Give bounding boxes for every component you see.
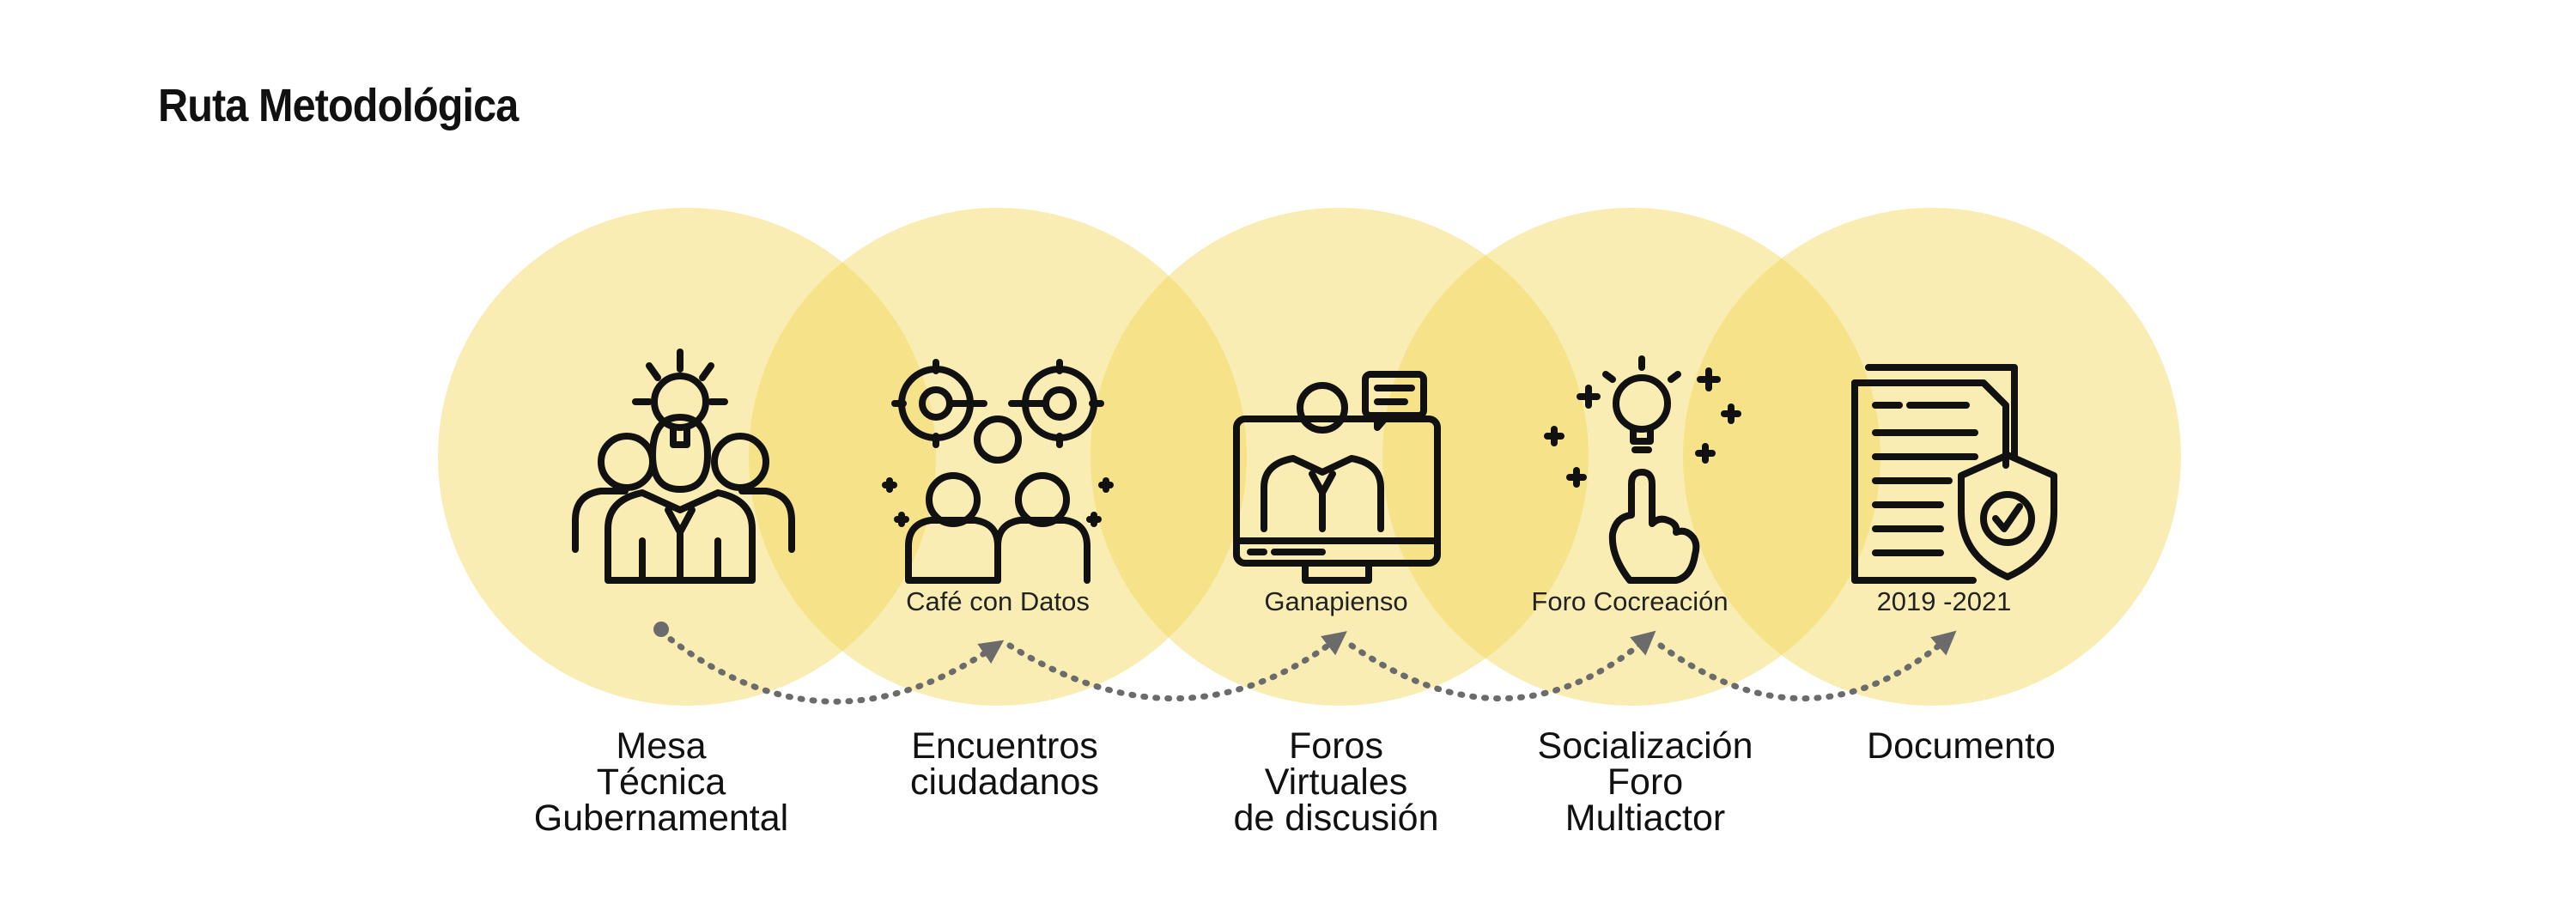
stage-sublabel-2: Café con Datos: [906, 586, 1090, 616]
connector-1: [658, 628, 1005, 705]
stage-label-1-line-1: Mesa: [616, 725, 707, 767]
stage-label-3-line-1: Foros: [1289, 725, 1383, 767]
stage-label-4: Socialización Foro Multiactor: [1465, 725, 1826, 839]
document-shield-icon: [1851, 364, 2057, 584]
flow-connectors: [658, 628, 1957, 705]
page-title: Ruta Metodológica: [158, 80, 519, 131]
connector-2: [1006, 631, 1347, 702]
stage-label-2: Encuentros ciudadanos: [824, 725, 1185, 803]
stage-label-4-line-1: Socialización: [1537, 725, 1753, 767]
connector-3: [1348, 630, 1656, 702]
stage-label-2-line-2: ciudadanos: [910, 761, 1099, 803]
stage-label-3: Foros Virtuales de discusión: [1156, 725, 1516, 839]
stage-label-4-line-3: Multiactor: [1564, 798, 1726, 839]
stage-circle-3: [1091, 208, 1589, 706]
stage-label-5-line-1: Documento: [1867, 725, 2056, 767]
stage-label-1-line-3: Gubernamental: [533, 798, 789, 839]
stage-label-3-line-3: de discusión: [1233, 798, 1439, 839]
stage-label-1-line-2: Técnica: [596, 761, 726, 803]
stage-circle-1: [438, 208, 936, 706]
stage-label-1: Mesa Técnica Gubernamental: [481, 725, 841, 839]
stage-label-4-line-2: Foro: [1607, 761, 1684, 803]
connector-4: [1657, 630, 1957, 701]
stage-sublabel-3: Ganapienso: [1264, 586, 1408, 616]
team-gears-icon: [882, 359, 1114, 584]
video-conference-icon: [1233, 371, 1441, 584]
hand-lightbulb-icon: [1544, 355, 1741, 584]
flow-start-dot: [653, 622, 669, 637]
stage-label-5: Documento: [1781, 725, 2142, 767]
stage-label-3-line-2: Virtuales: [1264, 761, 1408, 803]
team-idea-icon: [572, 349, 795, 584]
stage-sublabel-5: 2019 -2021: [1876, 586, 2012, 616]
stage-circle-4: [1382, 208, 1880, 706]
stage-sublabel-4: Foro Cocreación: [1531, 586, 1728, 616]
stage-label-2-line-1: Encuentros: [911, 725, 1098, 767]
